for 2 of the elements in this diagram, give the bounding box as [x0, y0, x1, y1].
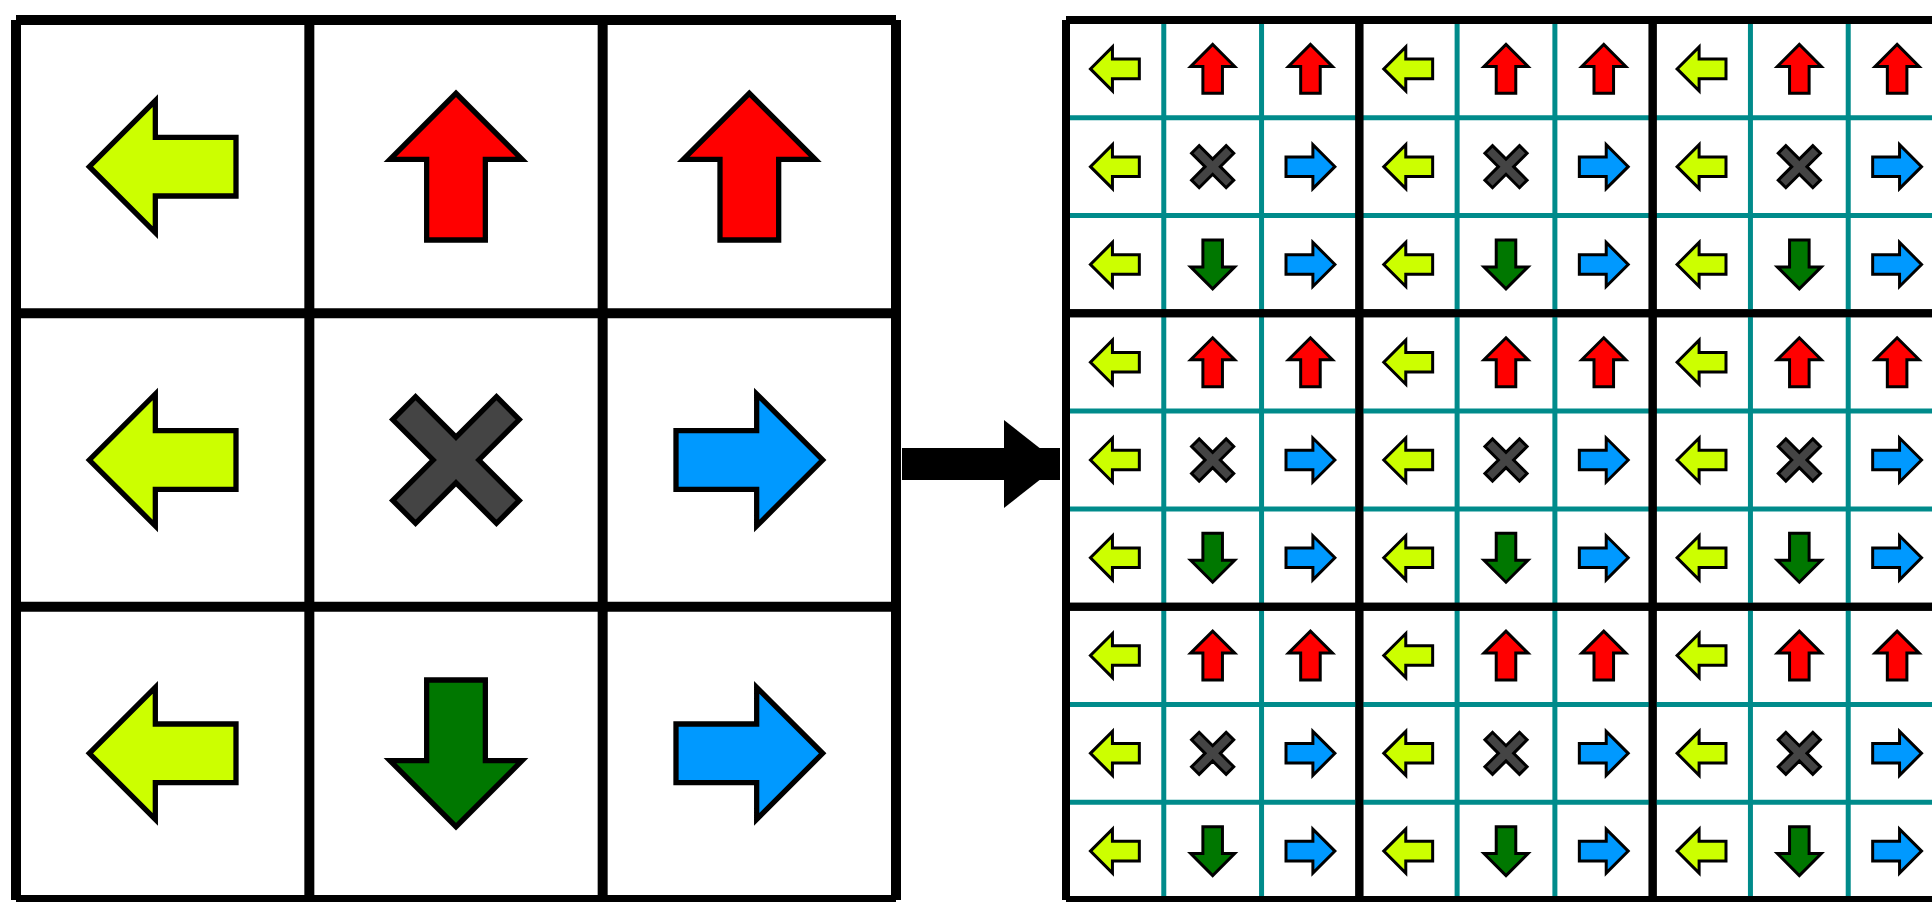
arrow-grid-drawing	[1060, 14, 1932, 902]
arrow	[902, 420, 1060, 508]
